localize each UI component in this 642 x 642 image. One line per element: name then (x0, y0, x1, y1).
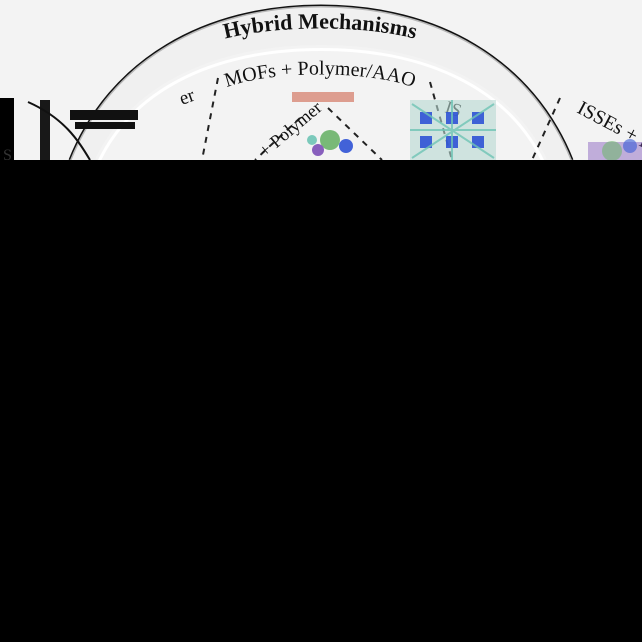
left-artifacts (0, 98, 138, 160)
isses-illustration (410, 100, 496, 160)
right-edge-illustration (588, 139, 642, 160)
occlusion-mask (0, 160, 642, 642)
left-snippet: S (3, 147, 12, 164)
visible-top-region: Hybrid Mechanisms MOFs + Polymer/AAO er … (0, 0, 642, 164)
mofs-polymer-illustration (292, 92, 354, 156)
ring-band (70, 6, 572, 160)
